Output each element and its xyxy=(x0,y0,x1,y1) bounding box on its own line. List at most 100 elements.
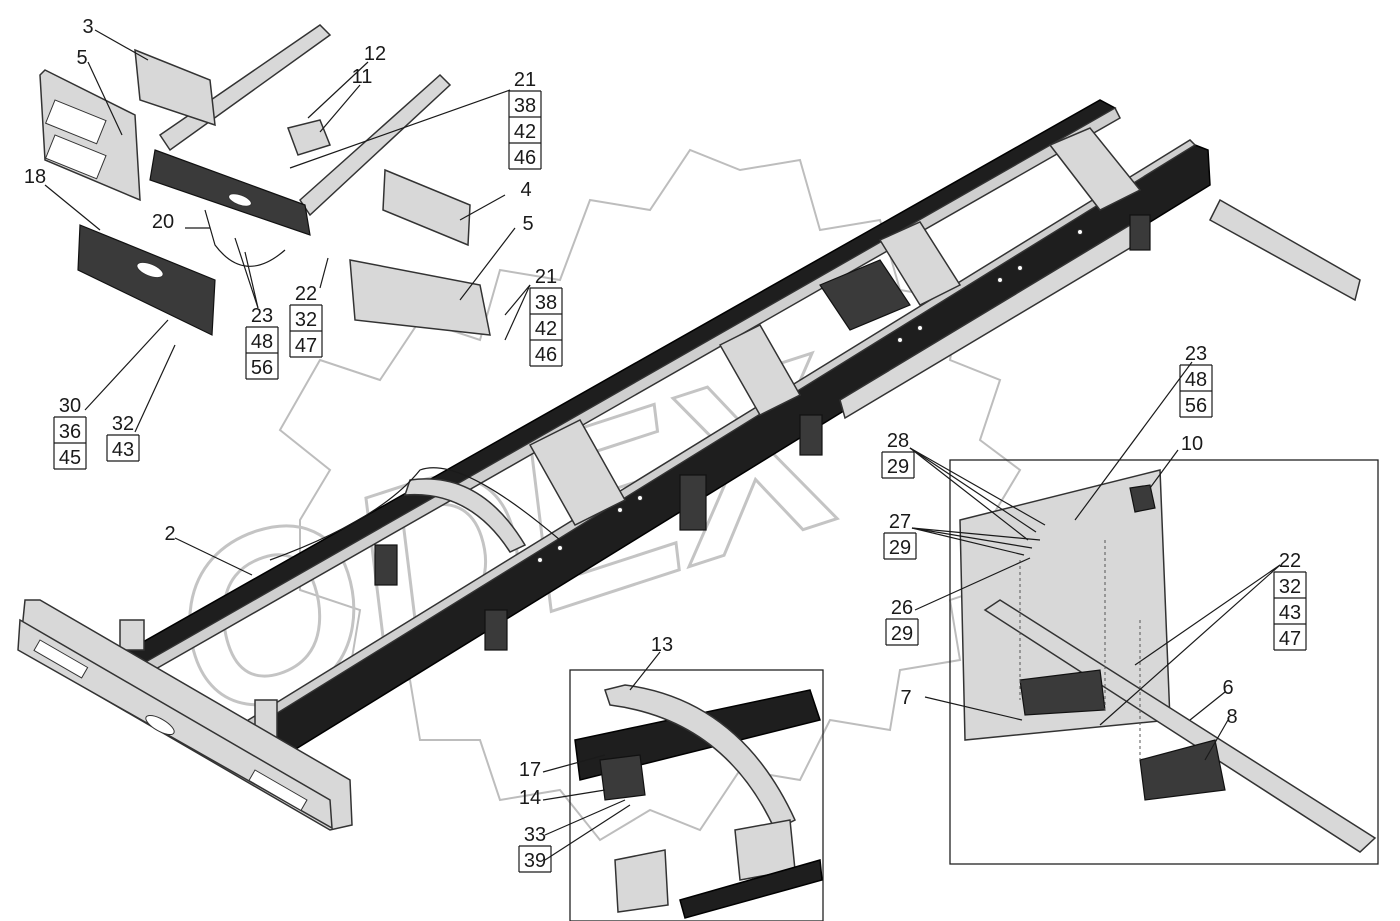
callout-number: 7 xyxy=(900,687,911,709)
callout-number: 56 xyxy=(251,357,273,379)
callout-number: 46 xyxy=(535,344,557,366)
callout-number: 43 xyxy=(112,439,134,461)
callout-c11: 11 xyxy=(352,66,373,88)
callout-c17: 17 xyxy=(519,759,541,781)
callout-number: 27 xyxy=(889,511,911,533)
callout-number: 26 xyxy=(891,597,913,619)
callout-number: 2 xyxy=(164,523,175,545)
crossmember-slot xyxy=(228,193,252,207)
callout-number: 38 xyxy=(514,95,536,117)
bracket-plate-10 xyxy=(1129,484,1156,513)
inset-rear-tow-bar xyxy=(949,459,1379,865)
callout-c7: 7 xyxy=(900,687,911,709)
callout-number: 45 xyxy=(59,447,81,469)
callout-number: 29 xyxy=(887,456,909,478)
callout-number: 12 xyxy=(364,43,386,65)
callout-number: 4 xyxy=(520,179,531,201)
bracket-plate-18 xyxy=(77,224,216,336)
callout-number: 13 xyxy=(651,634,673,656)
callout-number: 39 xyxy=(524,850,546,872)
saddle-block xyxy=(819,259,911,331)
front-rail-right-stub xyxy=(299,73,452,217)
callout-number: 32 xyxy=(112,413,134,435)
callout-number: 5 xyxy=(76,47,87,69)
callout-c13: 13 xyxy=(651,634,673,656)
lamp-bezel-4 xyxy=(382,168,471,247)
callout-number: 11 xyxy=(352,66,373,88)
callout-number: 14 xyxy=(519,787,541,809)
callout-c6: 6 xyxy=(1222,677,1233,699)
callout-c8: 8 xyxy=(1226,706,1237,728)
callout-number: 6 xyxy=(1222,677,1233,699)
callout-number: 47 xyxy=(1279,628,1301,650)
callout-number: 48 xyxy=(1185,369,1207,391)
bracket-plate-slot xyxy=(136,261,164,279)
callout-number: 33 xyxy=(524,824,546,846)
front-bumper xyxy=(17,599,353,831)
callout-number: 56 xyxy=(1185,395,1207,417)
callout-number: 30 xyxy=(59,395,81,417)
watermark-gear-outline xyxy=(278,148,1022,842)
bumper-slot-left xyxy=(33,639,89,679)
leader-lines xyxy=(44,29,1281,861)
cross-member-3 xyxy=(878,221,962,306)
callout-number: 22 xyxy=(1279,550,1301,572)
callout-number: 21 xyxy=(535,266,557,288)
mount-plate-11 xyxy=(287,119,331,156)
callout-c5a: 5 xyxy=(76,47,87,69)
cross-member-4 xyxy=(1048,127,1142,211)
front-crossmember-exploded xyxy=(39,24,491,336)
callout-number: 20 xyxy=(152,211,174,233)
callout-number: 29 xyxy=(889,537,911,559)
callout-number: 46 xyxy=(514,147,536,169)
callout-c30: 30 36 45 xyxy=(53,395,87,470)
lamp-housing-right xyxy=(349,259,491,336)
callout-number: 3 xyxy=(82,16,93,38)
arched-cross-member xyxy=(403,478,527,553)
spring-bracket-1 xyxy=(374,544,398,586)
callout-number: 48 xyxy=(251,331,273,353)
cross-member-2 xyxy=(718,324,802,416)
callout-number: 23 xyxy=(251,305,273,327)
callout-number: 23 xyxy=(1185,343,1207,365)
callout-number: 10 xyxy=(1181,433,1203,455)
spring-bracket-6 xyxy=(119,619,145,651)
callout-number: 29 xyxy=(891,623,913,645)
lamp-bezel-3 xyxy=(134,48,216,127)
callout-c2: 2 xyxy=(164,523,175,545)
callout-c20: 20 xyxy=(152,211,174,233)
callout-number: 32 xyxy=(295,309,317,331)
bumper-center-mark xyxy=(145,714,175,736)
callout-c23a: 23 48 56 xyxy=(245,305,279,380)
callout-c18: 18 xyxy=(24,166,46,188)
bumper-slot-right xyxy=(248,769,308,812)
callout-number: 8 xyxy=(1226,706,1237,728)
tow-bracket-8 xyxy=(1139,739,1226,801)
detail-bracket-17 xyxy=(599,754,646,801)
callout-number: 22 xyxy=(295,283,317,305)
cross-member-1 xyxy=(528,419,627,526)
callout-number: 32 xyxy=(1279,576,1301,598)
wiring-harness xyxy=(269,467,561,561)
detail-rail-lower xyxy=(679,859,823,919)
callout-c14: 14 xyxy=(519,787,541,809)
callout-number: 36 xyxy=(59,421,81,443)
tow-bar-beam-6 xyxy=(983,599,1377,853)
callout-c4: 4 xyxy=(520,179,531,201)
spring-bracket-4 xyxy=(799,414,823,456)
callout-c10: 10 xyxy=(1181,433,1203,455)
rear-cross-tube xyxy=(1209,198,1361,302)
lamp-window-left-2 xyxy=(44,134,107,180)
callout-number: 17 xyxy=(519,759,541,781)
spring-bracket-3 xyxy=(679,474,707,531)
front-crossmember-beam xyxy=(149,149,311,236)
callout-number: 42 xyxy=(514,121,536,143)
